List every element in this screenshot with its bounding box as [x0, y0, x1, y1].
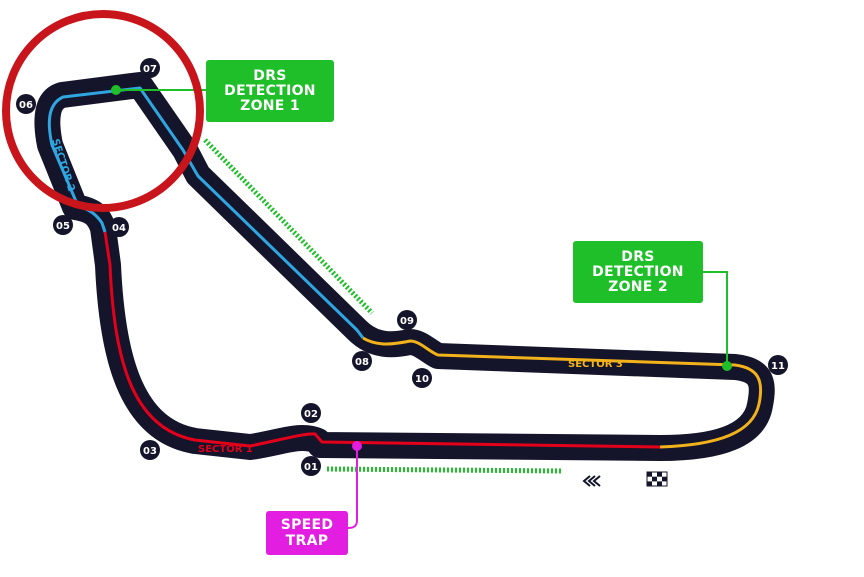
drs2-line-3: ZONE 2	[608, 278, 668, 295]
sector-3-label: SECTOR 3	[568, 359, 623, 370]
turn-09: 09	[397, 310, 417, 330]
turn-03: 03	[140, 440, 160, 460]
drs-detection-zone-1-label: DRS DETECTION ZONE 1	[206, 60, 334, 122]
svg-text:08: 08	[355, 357, 369, 368]
speed-trap-point	[352, 441, 362, 451]
turn-01: 01	[301, 456, 321, 476]
svg-text:09: 09	[400, 316, 414, 327]
svg-text:11: 11	[771, 361, 785, 372]
drs-1-detection-point	[111, 85, 121, 95]
turn-04: 04	[109, 217, 129, 237]
highlight-circle	[2, 10, 204, 212]
drs-zone-1-line	[203, 138, 374, 315]
drs1-line-3: ZONE 1	[240, 97, 300, 114]
turn-02: 02	[301, 403, 321, 423]
svg-text:04: 04	[112, 223, 126, 234]
speed-trap-line-1: SPEED	[280, 517, 334, 533]
turn-05: 05	[53, 215, 73, 235]
sector-3-line	[362, 336, 763, 449]
turn-07: 07	[140, 58, 160, 78]
turn-06: 06	[16, 94, 36, 114]
drs-2-connector	[703, 271, 728, 365]
drs-zone-2-line	[326, 466, 564, 474]
svg-text:10: 10	[415, 374, 429, 385]
speed-trap-connector	[347, 447, 358, 529]
direction-chevrons-icon	[582, 475, 601, 487]
turn-markers: 01 02 03 04 05 06 07 08 09 10 11	[16, 58, 788, 476]
chequered-flag-icon	[646, 471, 668, 487]
drs2-line-1: DRS	[621, 248, 655, 265]
sector-1-label: SECTOR 1	[198, 444, 253, 455]
svg-text:02: 02	[304, 409, 318, 420]
turn-08: 08	[352, 351, 372, 371]
speed-trap-label: SPEED TRAP	[266, 511, 348, 555]
turn-11: 11	[768, 355, 788, 375]
sector-2-line	[47, 86, 365, 339]
svg-text:05: 05	[56, 221, 70, 232]
drs-2-detection-point	[722, 361, 732, 371]
sector-1-line	[103, 231, 661, 449]
drs-detection-zone-2-label: DRS DETECTION ZONE 2	[573, 241, 703, 303]
drs1-line-2: DETECTION	[224, 82, 316, 99]
svg-text:03: 03	[143, 446, 157, 457]
svg-text:06: 06	[19, 100, 33, 111]
speed-trap-line-2: TRAP	[285, 533, 329, 549]
svg-text:07: 07	[143, 64, 157, 75]
svg-text:01: 01	[304, 462, 318, 473]
turn-10: 10	[412, 368, 432, 388]
drs1-line-1: DRS	[253, 67, 287, 84]
drs2-line-2: DETECTION	[592, 263, 684, 280]
